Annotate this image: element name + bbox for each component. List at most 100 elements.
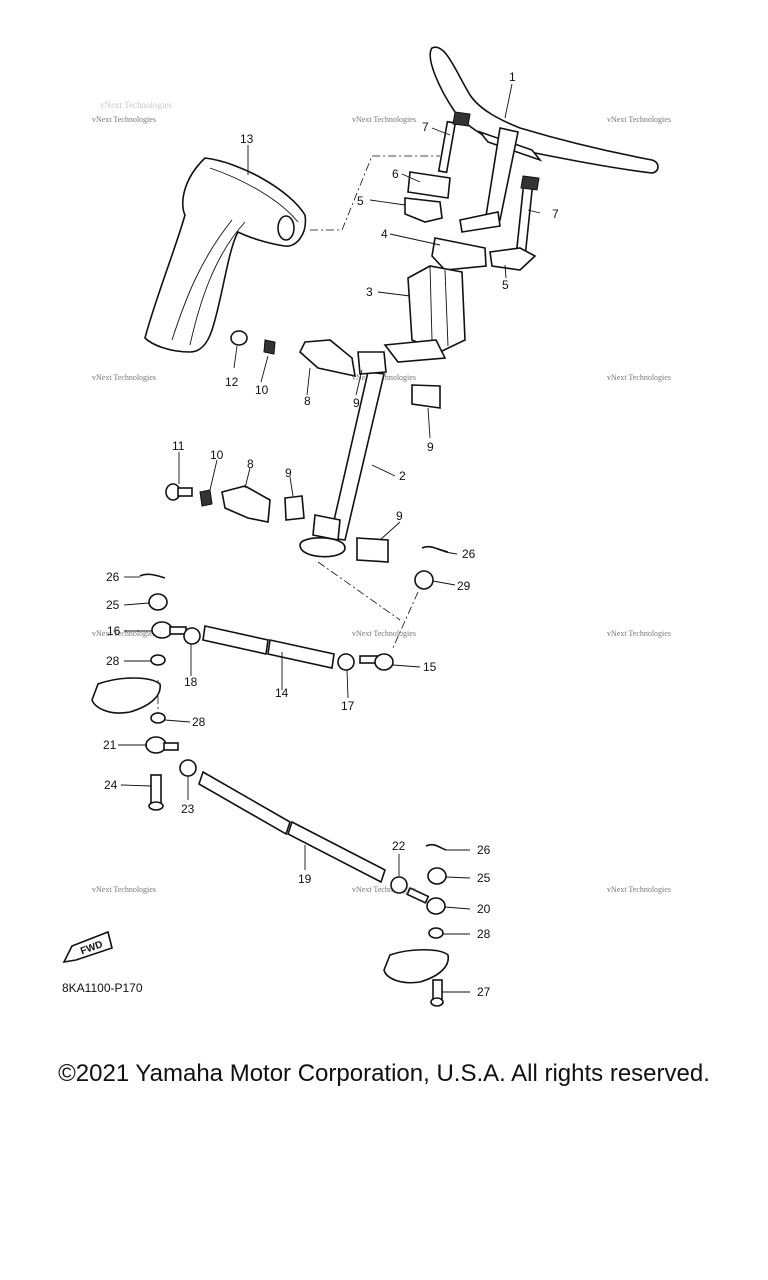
leader-lines [118, 83, 541, 993]
part-bolt-right [515, 175, 540, 254]
part-locknut [337, 653, 355, 671]
callout-8: 8 [304, 394, 311, 408]
part-bushing [356, 537, 389, 563]
part-handlebar [429, 46, 659, 222]
part-knuckle-arm [91, 677, 161, 714]
callout-15: 15 [423, 660, 437, 674]
part-tie-rod-lower [287, 820, 386, 884]
callout-28: 28 [106, 654, 120, 668]
part-bushing [357, 351, 387, 375]
part-tie-rod-end-lower-left [145, 736, 179, 754]
part-tie-rod [267, 639, 335, 669]
callout-3: 3 [366, 285, 373, 299]
callout-6: 6 [392, 167, 399, 181]
part-cotter-pin [425, 843, 447, 851]
part-screw [165, 483, 193, 501]
callout-21: 21 [103, 738, 117, 752]
part-locknut [179, 759, 197, 777]
part-castle-nut [414, 570, 434, 590]
part-holder-block [407, 265, 466, 353]
callout-27: 27 [477, 985, 491, 999]
callout-7: 7 [422, 120, 429, 134]
part-locknut [390, 876, 408, 894]
part-washer [150, 654, 166, 666]
part-castle-nut [148, 593, 168, 611]
part-knuckle-arm [383, 948, 449, 984]
part-washer [150, 712, 166, 724]
part-tie-rod-end-lower-right [406, 886, 446, 915]
callout-4: 4 [381, 227, 388, 241]
part-bolt-lower-right [430, 979, 444, 1007]
callout-5: 5 [357, 194, 364, 208]
part-bushing [284, 495, 305, 521]
callout-10b: 10 [210, 448, 224, 462]
callout-25b: 25 [477, 871, 491, 885]
callout-2: 2 [399, 469, 406, 483]
part-bolt-upper [437, 111, 471, 174]
part-bracket [299, 339, 356, 378]
watermark: vNext Technologies [92, 115, 156, 124]
copyright-notice: ©2021 Yamaha Motor Corporation, U.S.A. A… [58, 1060, 710, 1087]
part-clip-nut [199, 489, 213, 507]
callout-23: 23 [181, 802, 195, 816]
callout-26b: 26 [106, 570, 120, 584]
parts-diagram: vNext Technologies vNext Technologies vN… [62, 46, 671, 1007]
callout-1: 1 [509, 70, 516, 84]
watermark: vNext Technologies [352, 629, 416, 638]
callout-8b: 8 [247, 457, 254, 471]
callout-9: 9 [353, 396, 360, 410]
part-tie-rod-end-left [151, 621, 187, 639]
watermark: vNext Technologies [352, 885, 416, 894]
part-steering-column [299, 339, 447, 558]
callout-18: 18 [184, 675, 198, 689]
part-cotter-pin [139, 573, 166, 579]
callout-28b: 28 [192, 715, 206, 729]
watermark: vNext Technologies [607, 115, 671, 124]
callout-14: 14 [275, 686, 289, 700]
callout-20: 20 [477, 902, 491, 916]
diagram-code: 8KA1100-P170 [62, 981, 143, 995]
watermark: vNext Technologies [607, 885, 671, 894]
part-column-tee [459, 211, 501, 233]
watermark: vNext Technologies [92, 885, 156, 894]
part-washer [428, 927, 444, 939]
part-bolt-lower-left [148, 774, 164, 811]
part-castle-nut [427, 867, 447, 885]
part-locknut [183, 627, 201, 645]
callout-28c: 28 [477, 927, 491, 941]
callout-26c: 26 [477, 843, 491, 857]
callout-17: 17 [341, 699, 355, 713]
callout-9b: 9 [427, 440, 434, 454]
watermark: vNext Technologies [92, 629, 156, 638]
guide-line [317, 561, 401, 621]
part-plate [407, 171, 451, 199]
callout-25: 25 [106, 598, 120, 612]
part-tie-rod [202, 625, 269, 655]
guide-line [391, 591, 419, 651]
part-handlebar-cover [144, 157, 307, 353]
callout-labels: 1 2 3 4 5 5 6 7 7 8 8 9 9 9 9 10 10 11 1… [103, 70, 559, 999]
part-upper-clamp-right [489, 247, 537, 271]
watermark-ghost: vNext Technologies [100, 100, 172, 110]
part-cotter-pin [421, 545, 449, 553]
watermark: vNext Technologies [352, 115, 416, 124]
callout-12: 12 [225, 375, 239, 389]
watermark: vNext Technologies [607, 373, 671, 382]
callout-19: 19 [298, 872, 312, 886]
part-clip-nut [263, 339, 276, 355]
part-tie-rod-lower [198, 770, 291, 836]
part-upper-clamp-left [404, 197, 443, 223]
fwd-arrow-icon: FWD [62, 930, 113, 964]
part-lower-clamp [431, 237, 487, 271]
part-tie-rod-end-right [359, 653, 394, 671]
callout-16: 16 [107, 624, 121, 638]
callout-24: 24 [104, 778, 118, 792]
callout-7b: 7 [552, 207, 559, 221]
part-nut [230, 330, 248, 346]
callout-10: 10 [255, 383, 269, 397]
watermark: vNext Technologies [607, 629, 671, 638]
part-bracket [221, 485, 271, 523]
callout-26: 26 [462, 547, 476, 561]
callout-22: 22 [392, 839, 406, 853]
callout-29: 29 [457, 579, 471, 593]
